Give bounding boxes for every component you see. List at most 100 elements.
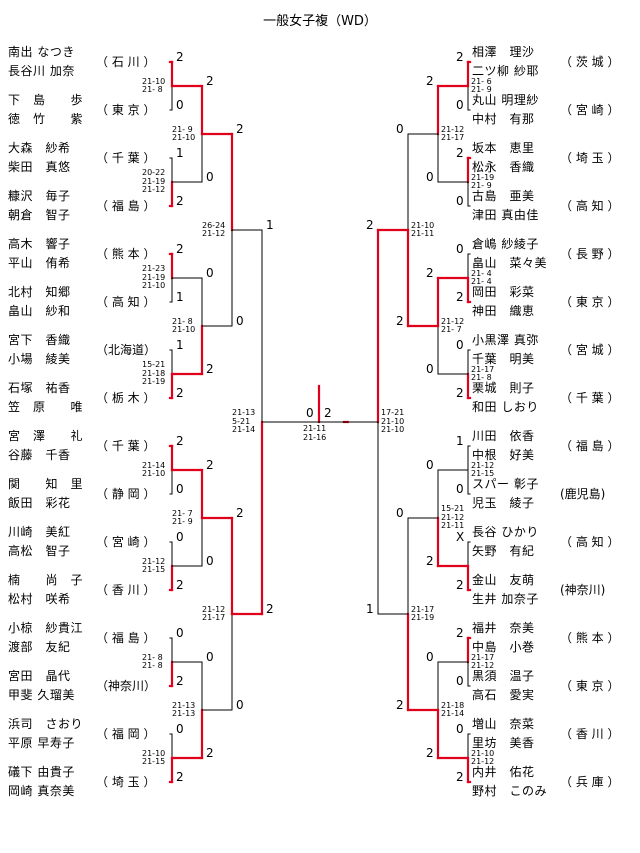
- left-team-prefecture: （神奈川）: [96, 679, 157, 693]
- left-team-11: 川崎 美紅高松 智子: [8, 523, 71, 561]
- player-name: 柴田 真悠: [8, 160, 71, 174]
- right-score: 2: [456, 386, 464, 400]
- player-name: 増山 奈菜: [472, 717, 535, 731]
- right-score: 0: [456, 674, 464, 688]
- left-team-7: 宮下 香織小場 綾美: [8, 331, 71, 369]
- right-score: 2: [456, 626, 464, 640]
- player-name: 古島 亜美: [472, 189, 535, 203]
- right-score: 0: [456, 194, 464, 208]
- left-team-prefecture: （ 福 島 ）: [96, 631, 156, 645]
- right-team-prefecture: （ 高 知 ）: [560, 535, 620, 549]
- right-score: 0: [426, 650, 434, 664]
- left-game-scores: 20-22 21-19 21-12: [142, 168, 166, 195]
- left-team-prefecture: （ 福 岡 ）: [96, 727, 156, 741]
- right-game-scores: 21- 6 21- 9: [471, 76, 492, 94]
- player-name: 長谷川 加奈: [8, 64, 75, 78]
- right-game-scores: 21-19 21- 9: [471, 172, 495, 190]
- right-score: 0: [456, 722, 464, 736]
- left-score: 2: [176, 194, 184, 208]
- player-name: 生井 加奈子: [472, 592, 539, 606]
- right-game-scores: 21-10 21-12: [471, 748, 495, 766]
- right-team-prefecture: （ 東 京 ）: [560, 295, 620, 309]
- left-score: 0: [176, 98, 184, 112]
- right-score: 2: [456, 290, 464, 304]
- left-team-9: 宮 澤 礼谷藤 千香: [8, 427, 83, 465]
- right-score: 0: [426, 170, 434, 184]
- left-team-prefecture: （ 福 島 ）: [96, 199, 156, 213]
- player-name: 坂本 恵里: [472, 141, 535, 155]
- player-name: 黒須 温子: [472, 669, 535, 683]
- left-team-prefecture: （ 東 京 ）: [96, 103, 156, 117]
- player-name: 小黒澤 真弥: [472, 333, 539, 347]
- left-score: 0: [236, 314, 244, 328]
- left-score: 2: [206, 74, 214, 88]
- player-name: スパー 彰子: [472, 477, 539, 491]
- left-team-prefecture: （ 千 葉 ）: [96, 151, 156, 165]
- right-game-scores: 21-12 21- 7: [441, 316, 465, 334]
- player-name: 渡部 友紀: [8, 640, 71, 654]
- player-name: 石塚 祐香: [8, 381, 71, 395]
- left-score: 2: [176, 242, 184, 256]
- right-team-prefecture: （ 埼 玉 ）: [560, 151, 620, 165]
- left-team-16: 礒下 由貴子岡崎 真奈美: [8, 763, 75, 801]
- right-score: 0: [396, 122, 404, 136]
- left-team-8: 石塚 祐香笠 原 唯: [8, 379, 83, 417]
- left-score: 2: [206, 362, 214, 376]
- right-team-prefecture: (鹿児島): [560, 487, 606, 501]
- right-score: 2: [456, 146, 464, 160]
- left-game-scores: 21- 7 21- 9: [172, 508, 193, 526]
- left-score: 2: [176, 578, 184, 592]
- left-score: 0: [236, 698, 244, 712]
- left-game-scores: 21-10 21-15: [142, 748, 166, 766]
- left-score: 0: [176, 626, 184, 640]
- left-score: 0: [176, 722, 184, 736]
- left-team-prefecture: （ 千 葉 ）: [96, 439, 156, 453]
- left-team-1: 南出 なつき長谷川 加奈: [8, 43, 75, 81]
- right-team-3: 坂本 恵里松永 香織: [472, 139, 535, 177]
- left-team-5: 高木 響子平山 侑希: [8, 235, 71, 273]
- player-name: 高木 響子: [8, 237, 71, 251]
- right-game-scores: 21-17 21-12: [471, 652, 495, 670]
- player-name: 畠山 紗和: [8, 304, 71, 318]
- left-team-prefecture: （ 熊 本 ）: [96, 247, 156, 261]
- player-name: 小場 綾美: [8, 352, 71, 366]
- player-name: 矢野 有紀: [472, 544, 535, 558]
- right-team-prefecture: （ 長 野 ）: [560, 247, 620, 261]
- player-name: 平山 侑希: [8, 256, 71, 270]
- right-team-prefecture: （ 千 葉 ）: [560, 391, 620, 405]
- right-team-prefecture: （ 熊 本 ）: [560, 631, 620, 645]
- right-score: 0: [426, 458, 434, 472]
- player-name: 浜司 さおり: [8, 717, 84, 731]
- left-team-prefecture: （ 宮 崎 ）: [96, 535, 156, 549]
- player-name: 谷藤 千香: [8, 448, 71, 462]
- left-score: 0: [206, 266, 214, 280]
- right-score: 2: [456, 578, 464, 592]
- left-score: 2: [236, 506, 244, 520]
- player-name: 丸山 明理紗: [472, 93, 539, 107]
- right-score: 2: [396, 314, 404, 328]
- left-score: 2: [236, 122, 244, 136]
- right-score: 0: [456, 98, 464, 112]
- player-name: 倉嶋 紗綾子: [472, 237, 539, 251]
- final-score-right: 2: [324, 406, 332, 420]
- right-game-scores: 15-21 21-12 21-11: [441, 504, 465, 531]
- right-score: 0: [456, 338, 464, 352]
- left-team-prefecture: （ 石 川 ）: [96, 55, 156, 69]
- right-team-14: 黒須 温子高石 愛実: [472, 667, 535, 705]
- right-team-5: 倉嶋 紗綾子畠山 菜々美: [472, 235, 547, 273]
- right-team-13: 福井 奈美中島 小巻: [472, 619, 535, 657]
- left-team-prefecture: （ 高 知 ）: [96, 295, 156, 309]
- player-name: 川崎 美紅: [8, 525, 71, 539]
- right-team-prefecture: （ 茨 城 ）: [560, 55, 620, 69]
- player-name: 里坊 美香: [472, 736, 535, 750]
- player-name: 平原 早寿子: [8, 736, 75, 750]
- player-name: 関 知 里: [8, 477, 84, 491]
- player-name: 相澤 理沙: [472, 45, 535, 59]
- left-score: 0: [176, 530, 184, 544]
- right-game-scores: 21-12 21-15: [471, 460, 495, 478]
- right-team-1: 相澤 理沙二ツ柳 紗耶: [472, 43, 539, 81]
- player-name: 礒下 由貴子: [8, 765, 75, 779]
- right-game-scores: 17-21 21-10 21-10: [381, 408, 405, 435]
- left-team-prefecture: （ 埼 玉 ）: [96, 775, 156, 789]
